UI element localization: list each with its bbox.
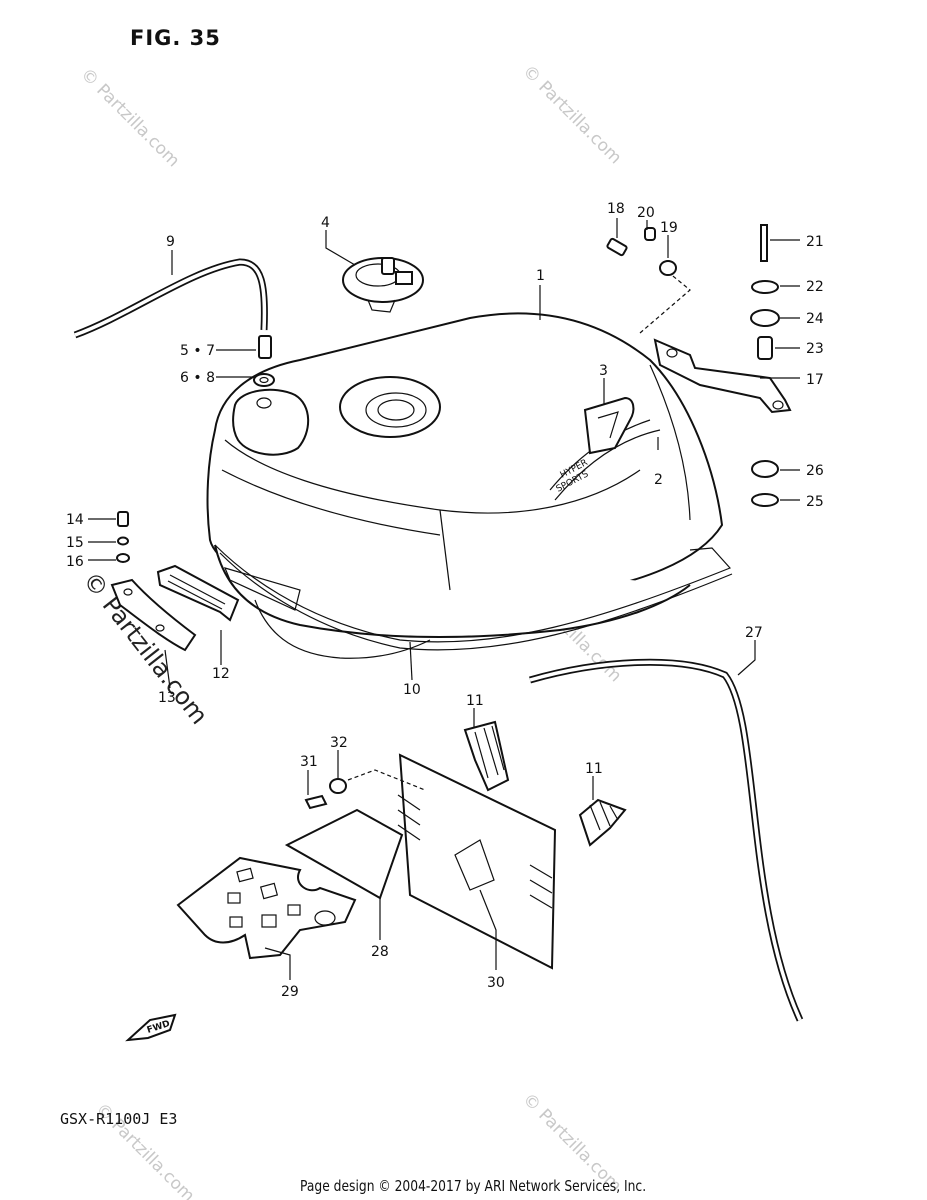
callout-18: 18 [607,201,625,217]
model-code: GSX-R1100J E3 [60,1110,178,1128]
figure-title: FIG. 35 [130,26,221,50]
fwd-arrow: FWD [125,1013,177,1042]
callout-2: 2 [654,472,663,488]
callout-14: 14 [66,512,84,528]
tank-emblem: HYPER SPORTS [555,396,635,495]
heat-shield [397,753,557,970]
drain-hose [529,658,804,1022]
callout-11: 11 [585,761,603,777]
fuel-tank [206,312,724,659]
callout-9: 9 [166,234,175,250]
callout-16: 16 [66,554,84,570]
callout-21: 21 [806,234,824,250]
shield-screw [304,769,426,810]
rear-bracket [606,224,792,507]
callout-10: 10 [403,682,421,698]
callout-30: 30 [487,975,505,991]
callout-31: 31 [300,754,318,770]
callout-32: 32 [330,735,348,751]
callout-28: 28 [371,944,389,960]
watermark: © Partzilla.com [76,64,183,171]
callout-11: 11 [466,693,484,709]
callout-15: 15 [66,535,84,551]
callout-5-7: 5 • 7 [180,343,215,359]
screw-set-left [116,511,130,563]
insulator-pad [463,720,510,792]
callout-27: 27 [745,625,763,641]
callout-4: 4 [321,215,330,231]
callout-22: 22 [806,279,824,295]
tank-rear-cover [110,564,240,652]
callout-1: 1 [536,268,545,284]
tank-seal [214,544,732,643]
fuel-cap [342,257,424,313]
tank-bracket [223,567,301,611]
base-plate [176,856,357,960]
callout-23: 23 [806,341,824,357]
insulator-pad [578,798,627,847]
callout-12: 12 [212,666,230,682]
leader-lines [88,218,800,980]
insulation-sheet [284,808,404,900]
callout-13: 13 [158,690,176,706]
page-footer: Page design © 2004-2017 by ARI Network S… [300,1177,647,1195]
callout-20: 20 [637,205,655,221]
callout-19: 19 [660,220,678,236]
hose-fitting [253,335,275,387]
callout-24: 24 [806,311,824,327]
callout-3: 3 [599,363,608,379]
callout-25: 25 [806,494,824,510]
watermark: © Partzilla.com [518,61,625,168]
callout-17: 17 [806,372,824,388]
callout-labels: 1 2 3 4 5 • 7 6 • 8 9 10 11 11 12 13 14 … [66,201,824,1000]
callout-6-8: 6 • 8 [180,370,215,386]
callout-29: 29 [281,984,299,1000]
callout-26: 26 [806,463,824,479]
